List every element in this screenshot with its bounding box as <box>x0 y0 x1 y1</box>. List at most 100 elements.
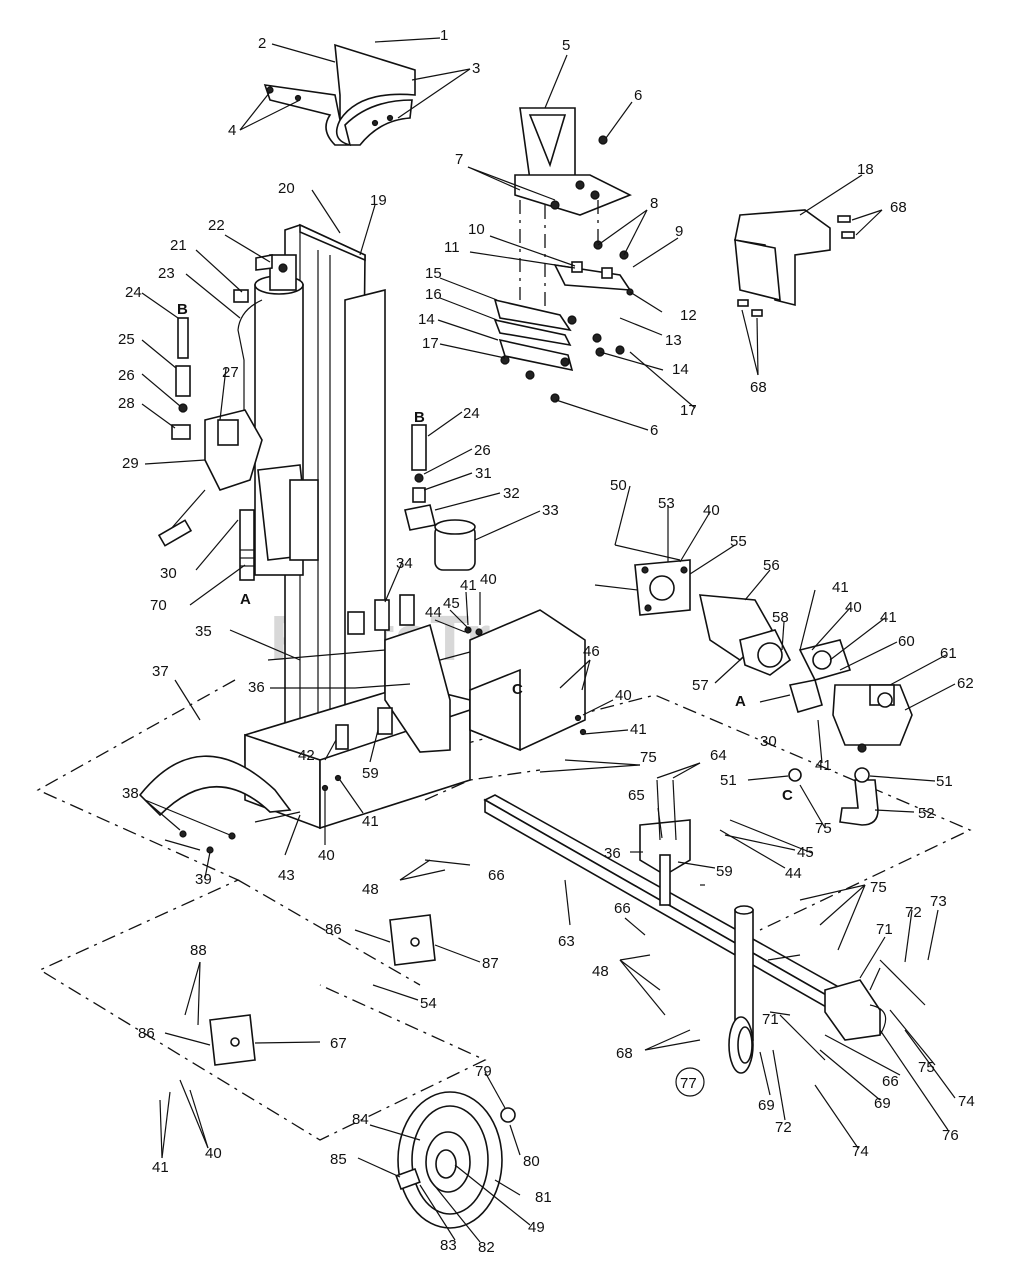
callout-56: 56 <box>763 557 780 574</box>
callout-48a: 48 <box>362 881 379 898</box>
callout-66b: 66 <box>614 900 631 917</box>
callout-66c: 66 <box>882 1073 899 1090</box>
callout-19: 19 <box>370 192 387 209</box>
callout-14b: 14 <box>418 311 435 328</box>
callout-75d: 75 <box>918 1059 935 1076</box>
callout-36b: 36 <box>604 845 621 862</box>
callout-c-mid: C <box>512 681 523 698</box>
callout-41c: 41 <box>630 721 647 738</box>
fender <box>138 755 301 854</box>
callout-35: 35 <box>195 623 212 640</box>
callout-48b: 48 <box>592 963 609 980</box>
callout-40e: 40 <box>845 599 862 616</box>
callout-37: 37 <box>152 663 169 680</box>
callout-58: 58 <box>772 609 789 626</box>
callout-51a: 51 <box>720 772 737 789</box>
callout-25: 25 <box>118 331 135 348</box>
callout-74b: 74 <box>852 1143 869 1160</box>
callout-82: 82 <box>478 1239 495 1256</box>
callout-6b: 6 <box>650 422 658 439</box>
callout-8: 8 <box>650 195 658 212</box>
callout-72a: 72 <box>905 904 922 921</box>
callout-71a: 71 <box>876 921 893 938</box>
callout-41e: 41 <box>880 609 897 626</box>
callout-24b: 24 <box>463 405 480 422</box>
callout-87: 87 <box>482 955 499 972</box>
callout-15: 15 <box>425 265 442 282</box>
callout-67: 67 <box>330 1035 347 1052</box>
callout-69a: 69 <box>874 1095 891 1112</box>
callout-20: 20 <box>278 180 295 197</box>
callout-43: 43 <box>278 867 295 884</box>
callout-40b: 40 <box>480 571 497 588</box>
callout-45a: 45 <box>443 595 460 612</box>
callout-41a: 41 <box>362 813 379 830</box>
callout-labels: 1 2 3 4 5 6 7 8 9 10 11 12 13 14 14 15 1… <box>118 27 975 1256</box>
callout-86b: 86 <box>138 1025 155 1042</box>
callout-71b: 71 <box>762 1011 779 1028</box>
callout-77-circle <box>675 1067 705 1097</box>
callout-17a: 17 <box>422 335 439 352</box>
callout-59b: 59 <box>716 863 733 880</box>
callout-c-right: C <box>782 787 793 804</box>
callout-80: 80 <box>523 1153 540 1170</box>
callout-38: 38 <box>122 785 139 802</box>
callout-7: 7 <box>455 151 463 168</box>
callout-51b: 51 <box>936 773 953 790</box>
callout-63: 63 <box>558 933 575 950</box>
callout-64: 64 <box>710 747 727 764</box>
callout-4: 4 <box>228 122 236 139</box>
top-bracket <box>263 43 416 147</box>
callout-40d: 40 <box>703 502 720 519</box>
callout-75b: 75 <box>640 749 657 766</box>
callout-57: 57 <box>692 677 709 694</box>
callout-34: 34 <box>396 555 413 572</box>
callout-84: 84 <box>352 1111 369 1128</box>
callout-5: 5 <box>562 37 570 54</box>
callout-40a: 40 <box>318 847 335 864</box>
callout-73: 73 <box>930 893 947 910</box>
callout-b-left: B <box>177 301 188 318</box>
callout-61: 61 <box>940 645 957 662</box>
callout-24a: 24 <box>125 284 142 301</box>
wheel <box>395 1091 516 1229</box>
callout-28: 28 <box>118 395 135 412</box>
engine-pump <box>594 544 913 826</box>
callout-59a: 59 <box>362 765 379 782</box>
leader-lines <box>141 37 956 1243</box>
callout-41d: 41 <box>832 579 849 596</box>
callout-36a: 36 <box>248 679 265 696</box>
callout-21: 21 <box>170 237 187 254</box>
callout-62: 62 <box>957 675 974 692</box>
callout-13: 13 <box>665 332 682 349</box>
callout-b-mid: B <box>414 409 425 426</box>
callout-26a: 26 <box>118 367 135 384</box>
callout-a-right: A <box>735 693 746 710</box>
callout-14a: 14 <box>672 361 689 378</box>
callout-69b: 69 <box>758 1097 775 1114</box>
control-valve <box>157 254 273 581</box>
callout-11: 11 <box>444 239 460 256</box>
filter-assembly <box>404 424 476 571</box>
callout-17b: 17 <box>680 402 697 419</box>
callout-3: 3 <box>472 60 480 77</box>
callout-75a: 75 <box>815 820 832 837</box>
callout-39: 39 <box>195 871 212 888</box>
callout-40c: 40 <box>615 687 632 704</box>
callout-27: 27 <box>222 364 239 381</box>
callout-65: 65 <box>628 787 645 804</box>
callout-74a: 74 <box>958 1093 975 1110</box>
callout-79: 79 <box>475 1063 492 1080</box>
callout-53: 53 <box>658 495 675 512</box>
callout-68c: 68 <box>616 1045 633 1062</box>
callout-41b: 41 <box>460 577 477 594</box>
callout-54: 54 <box>420 995 437 1012</box>
callout-60: 60 <box>898 633 915 650</box>
callout-9: 9 <box>675 223 683 240</box>
callout-33: 33 <box>542 502 559 519</box>
callout-32: 32 <box>503 485 520 502</box>
callout-29: 29 <box>122 455 139 472</box>
callout-88: 88 <box>190 942 207 959</box>
callout-68a: 68 <box>890 199 907 216</box>
